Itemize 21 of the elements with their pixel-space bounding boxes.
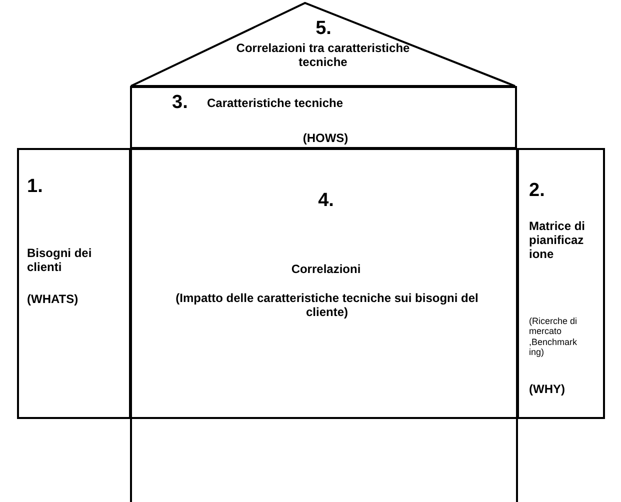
section-note: (Ricerche di mercato ,Benchmarking) — [529, 316, 578, 358]
section-number: 4. — [317, 190, 335, 212]
matrix-section — [17, 148, 131, 419]
open-section — [130, 418, 518, 502]
section-number: 5. — [314, 18, 332, 40]
section-number: 3. — [172, 92, 189, 114]
section-title: Correlazioni — [290, 263, 362, 277]
section-number: 1. — [27, 176, 44, 198]
section-number: 2. — [529, 180, 546, 202]
section-title: Caratteristiche tecniche — [207, 97, 344, 111]
roof-triangle — [130, 0, 517, 88]
section-note: (HOWS) — [302, 132, 350, 146]
section-note: (WHATS) — [27, 293, 80, 307]
section-title: Bisogni dei clienti — [27, 247, 93, 275]
section-title: Correlazioni tra caratteristiche tecniche — [235, 42, 411, 70]
section-title: Matrice di pianificazione — [529, 220, 585, 262]
section-note: (Impatto delle caratteristiche tecniche sui bisogni del cliente) — [174, 292, 480, 320]
section-note: (WHY) — [529, 383, 566, 397]
matrix-section — [130, 148, 518, 419]
matrix-section — [130, 86, 517, 149]
matrix-section — [517, 148, 605, 419]
